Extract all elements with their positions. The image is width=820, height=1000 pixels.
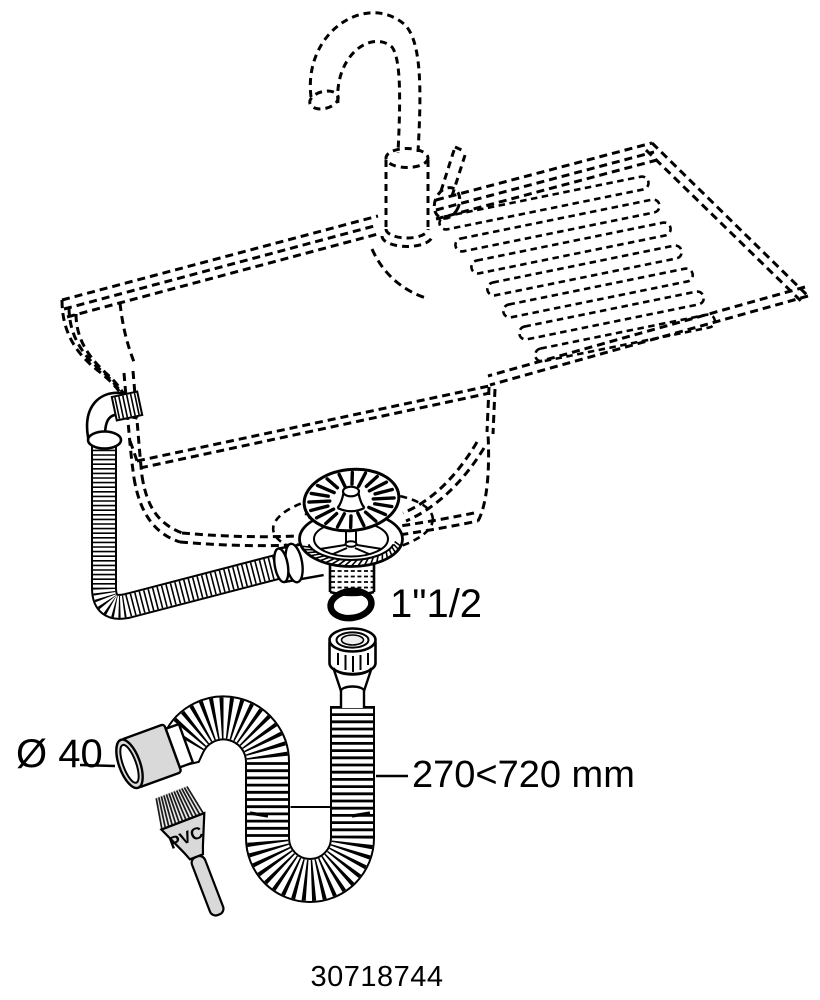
drain-strainer (271, 467, 435, 597)
hose-length-marks (249, 811, 371, 818)
faucet-body (380, 160, 434, 248)
seal-ring (327, 587, 375, 622)
faucet-spout-tip (308, 89, 340, 111)
connector-nut (328, 627, 377, 708)
length-label-text: 270<720 mm (412, 754, 635, 796)
length-label: 270<720 mm (376, 754, 635, 796)
brush-bristles (155, 786, 205, 830)
diameter-label: Ø 40 (16, 732, 116, 776)
pvc-brush: PVC (155, 785, 225, 917)
flexible-hose-fill (165, 697, 373, 901)
overflow-elbow-collar (86, 430, 123, 450)
hose-end-cap (115, 722, 195, 790)
drainboard-grooves (438, 175, 717, 363)
overflow-hose-ribs (93, 445, 280, 618)
sink-outline (60, 141, 810, 548)
end-cap-opening (119, 743, 140, 784)
connector-neck-fill (341, 689, 364, 708)
strainer-basket (302, 467, 401, 533)
nut-lower-lip (332, 667, 373, 676)
nut-thread-opening (335, 631, 370, 649)
nut-castellations (337, 653, 369, 672)
sink-front-left-edge (136, 384, 491, 470)
faucet-handle-base (432, 186, 462, 220)
faucet-spout (308, 11, 422, 154)
sink-drain-hole-dashed (271, 491, 435, 557)
brush-handle (190, 854, 225, 917)
seal-size-label: 1"1/2 (390, 582, 482, 626)
strainer-basket-slots (307, 470, 396, 530)
sink-back-rim (61, 141, 658, 319)
brush-head (159, 811, 206, 861)
faucet (308, 11, 468, 248)
drain-wheel-pin (344, 540, 358, 548)
brush-ferrule-line (161, 812, 205, 831)
product-code: 30718744 (310, 961, 443, 993)
diameter-label-text: Ø 40 (16, 732, 103, 776)
overflow-elbow-connector (110, 390, 144, 422)
sink-right-edge (644, 141, 810, 304)
faucet-handle-lever (439, 145, 468, 197)
diameter-leader-line (79, 763, 116, 768)
connector-taper (332, 669, 373, 692)
connector-neck (339, 685, 366, 708)
flexible-hose (163, 695, 375, 903)
strainer-knob (336, 485, 366, 513)
sink-left-edge (60, 299, 139, 462)
sink-front-edge (485, 285, 809, 435)
drain-knurl-ticks (301, 540, 402, 568)
nut-bore (340, 634, 365, 646)
overflow-hose (85, 390, 281, 620)
faucet-body-top (384, 147, 430, 169)
